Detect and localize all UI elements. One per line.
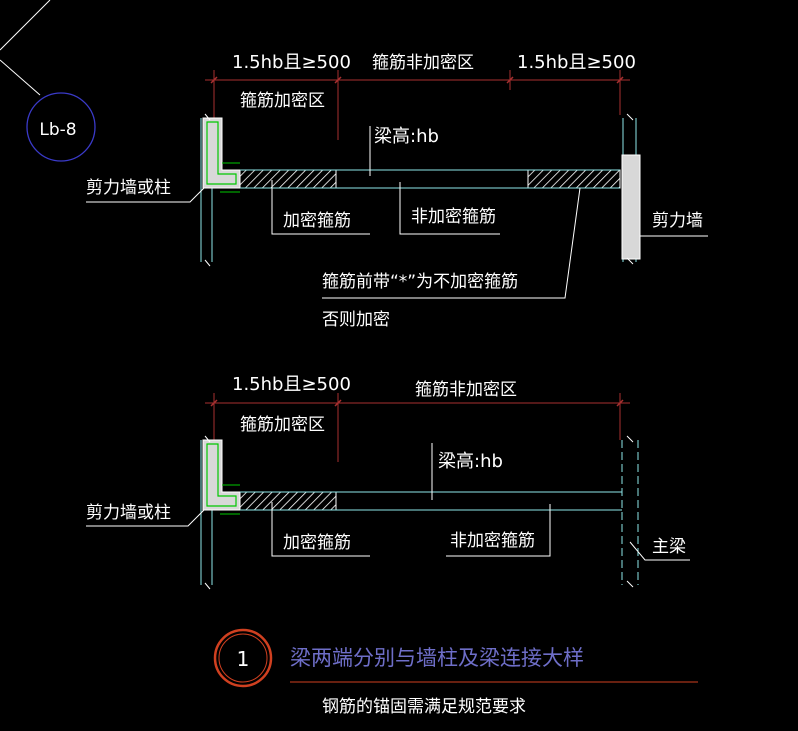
upper-left-support-label: 剪力墙或柱 xyxy=(86,178,171,198)
lower-dense-stirrup-label: 加密箍筋 xyxy=(283,533,351,553)
lower-dim-mid: 箍筋非加密区 xyxy=(415,380,517,400)
title-number: 1 xyxy=(237,647,250,671)
lower-left-wall xyxy=(200,435,241,590)
upper-dense-zone-left xyxy=(239,169,337,189)
lower-left-support-label: 剪力墙或柱 xyxy=(86,503,171,523)
upper-left-wall xyxy=(200,113,241,267)
lower-nondense-stirrup-label: 非加密箍筋 xyxy=(450,531,535,551)
lower-beam xyxy=(239,491,622,511)
upper-detail: 1.5hb且≥500 箍筋非加密区 1.5hb且≥500 箍筋加密区 梁高:hb xyxy=(86,52,708,330)
upper-beam-height: 梁高:hb xyxy=(374,126,439,147)
title-number-circle xyxy=(213,628,273,688)
upper-zone-dense: 箍筋加密区 xyxy=(240,91,325,111)
upper-note-line2: 否则加密 xyxy=(322,310,390,330)
marker-label: Lb-8 xyxy=(39,120,76,140)
lower-right-support-label: 主梁 xyxy=(652,537,686,557)
upper-dim-right: 1.5hb且≥500 xyxy=(517,52,636,73)
upper-right-support-label: 剪力墙 xyxy=(652,211,703,231)
lower-detail: 1.5hb且≥500 箍筋非加密区 箍筋加密区 梁高:hb xyxy=(86,374,690,590)
detail-title: 1 梁两端分别与墙柱及梁连接大样 钢筋的锚固需满足规范要求 xyxy=(213,628,698,717)
lower-zone-dense: 箍筋加密区 xyxy=(240,415,325,435)
upper-note-line1: 箍筋前带“*”为不加密箍筋 xyxy=(322,272,518,292)
upper-dim-left: 1.5hb且≥500 xyxy=(232,52,351,73)
lower-main-beam xyxy=(621,435,639,588)
lower-dense-zone-left xyxy=(239,491,337,511)
reference-marker: Lb-8 xyxy=(0,0,96,162)
upper-nondense-stirrup-label: 非加密箍筋 xyxy=(411,207,496,227)
lower-dim-left: 1.5hb且≥500 xyxy=(232,374,351,395)
title-subtitle: 钢筋的锚固需满足规范要求 xyxy=(322,697,526,717)
upper-dim-mid: 箍筋非加密区 xyxy=(372,53,474,73)
upper-right-wall xyxy=(621,113,641,265)
upper-dense-stirrup-label: 加密箍筋 xyxy=(283,211,351,231)
upper-beam xyxy=(239,169,621,189)
title-text: 梁两端分别与墙柱及梁连接大样 xyxy=(290,646,584,670)
lower-beam-height: 梁高:hb xyxy=(438,451,503,472)
marker-circle xyxy=(26,92,96,162)
upper-dense-zone-right xyxy=(527,169,621,189)
